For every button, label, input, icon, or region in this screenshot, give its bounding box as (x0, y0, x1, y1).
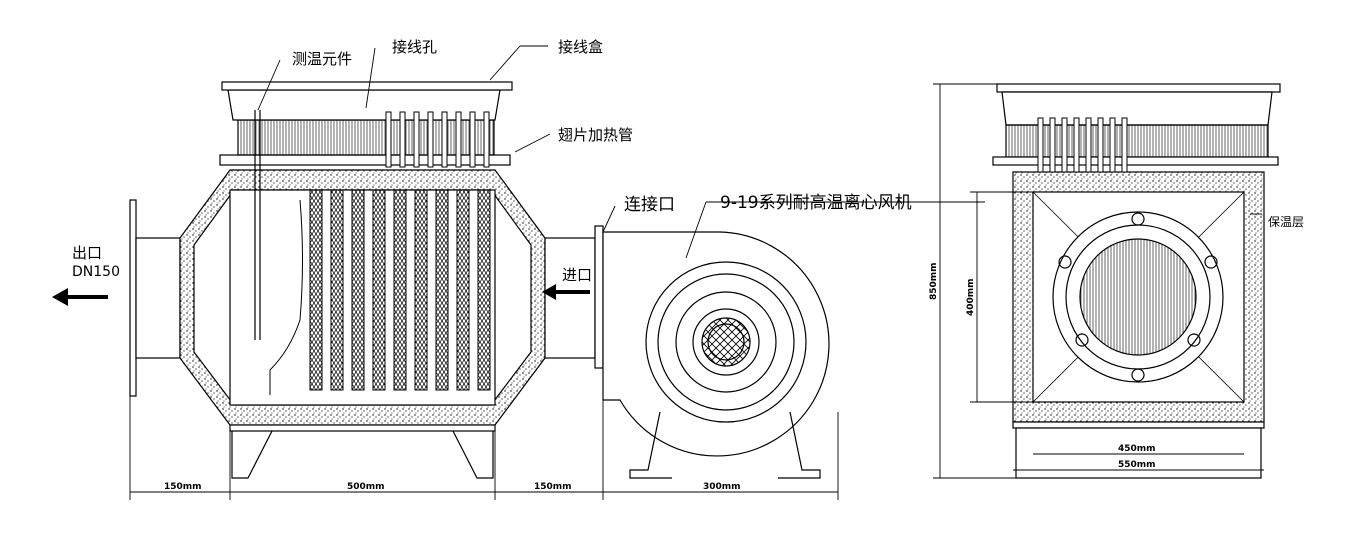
connection-port-label: 连接口 (624, 195, 675, 215)
dim-outer-width: 550mm (1118, 460, 1156, 470)
finned-heater-label: 翅片加热管 (558, 126, 633, 144)
dim-inner-height: 400mm (966, 278, 976, 316)
temp-element-label: 测温元件 (292, 50, 352, 68)
dim-outlet-length: 150mm (164, 482, 202, 492)
blower-label: 9-19系列耐高温离心风机 (720, 193, 912, 213)
dim-total-height: 850mm (929, 262, 939, 300)
outlet-label: 出口 (72, 244, 102, 262)
inlet-label: 进口 (562, 266, 592, 284)
dim-inner-width: 450mm (1118, 444, 1156, 454)
insulation-label: 保温层 (1268, 215, 1304, 229)
wiring-hole-label: 接线孔 (392, 38, 437, 56)
dim-inlet-length: 150mm (534, 482, 572, 492)
dim-body-length: 500mm (347, 482, 385, 492)
outlet-size-label: DN150 (72, 264, 120, 280)
junction-box-label: 接线盒 (558, 38, 603, 56)
dim-fan-length: 300mm (703, 482, 741, 492)
